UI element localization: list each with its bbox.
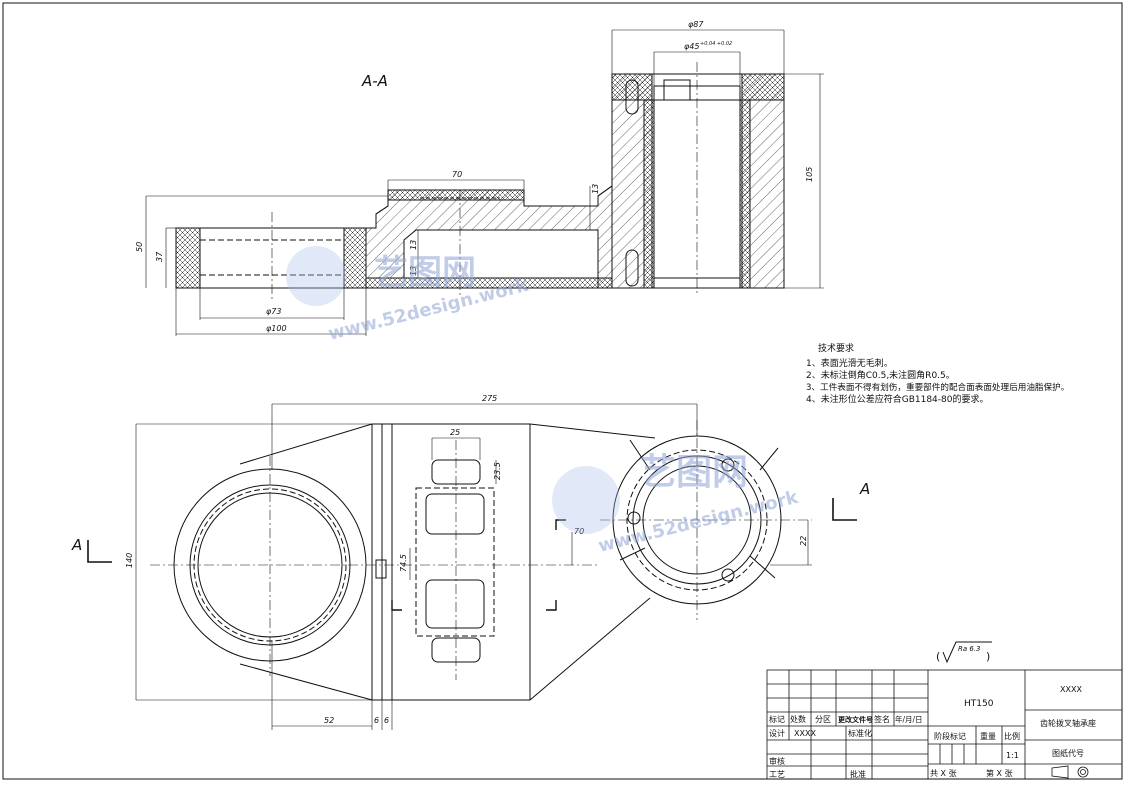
dim-105: 105 <box>805 167 814 182</box>
row-label: 更改文件号 <box>838 715 873 724</box>
tech-req-item: 2、未标注倒角C0.5,未注圆角R0.5。 <box>806 369 955 381</box>
row-label: 分区 <box>815 715 831 724</box>
dim-phi87: φ87 <box>688 20 704 29</box>
plan-view <box>87 403 857 730</box>
material: HT150 <box>964 699 994 709</box>
row-label: 签名 <box>874 714 890 724</box>
watermark: 艺图网 www.52design.work 艺图网 www.52design.w… <box>286 246 801 557</box>
row-label: 处数 <box>790 714 806 724</box>
title-block-text: HT150 XXXX 齿轮拨叉轴承座 图纸代号 标记 处数 分区 更改文件号 签… <box>769 685 1096 779</box>
svg-text:): ) <box>986 650 990 663</box>
section-label: A-A <box>361 72 388 90</box>
dim-275: 275 <box>482 394 497 403</box>
row-label: 标记 <box>769 714 785 724</box>
dim-6b: 6 <box>384 716 389 725</box>
watermark-brand: 艺图网 <box>640 452 748 493</box>
design-value: XXXX <box>794 729 816 738</box>
dim-70: 70 <box>452 170 462 179</box>
company: XXXX <box>1060 685 1082 694</box>
review-label: 审核 <box>769 756 785 766</box>
tech-req-item: 4、未注形位公差应符合GB1184-80的要求。 <box>806 393 988 405</box>
design-label: 设计 <box>769 728 785 738</box>
tech-req-item: 1、表面光滑无毛刺。 <box>806 357 893 369</box>
sheet-number: 第 X 张 <box>986 768 1013 778</box>
process-label: 工艺 <box>769 770 785 779</box>
row-label: 年/月/日 <box>895 714 923 724</box>
dim-74-5: 74.5 <box>399 554 408 572</box>
section-view <box>145 29 824 336</box>
dim-37: 37 <box>155 251 164 262</box>
roughness-symbol: ( ) Ra 6.3 <box>936 641 992 664</box>
scale-value: 1:1 <box>1006 751 1019 760</box>
standardize-label: 标准化 <box>848 728 872 738</box>
dim-25: 25 <box>450 428 460 437</box>
view-mark-right: A <box>859 480 870 498</box>
dim-50: 50 <box>135 242 144 252</box>
dim-70b: 70 <box>574 527 584 536</box>
drawing-code-label: 图纸代号 <box>1052 748 1084 758</box>
dimension-labels: A-A φ87 φ45 +0.04 +0.02 70 13 105 50 37 … <box>71 20 870 725</box>
dim-13c: 13 <box>409 266 418 276</box>
dim-phi100: φ100 <box>266 324 287 333</box>
tech-req-item: 3、工件表面不得有划伤，重要部件的配合面表面处理后用油脂保护。 <box>806 381 1069 393</box>
dim-140: 140 <box>125 553 134 568</box>
tech-req-title: 技术要求 <box>818 342 854 354</box>
dim-23-5: 23.5 <box>493 462 502 480</box>
dim-13b: 13 <box>409 240 418 250</box>
svg-text:(: ( <box>936 650 940 663</box>
dim-6a: 6 <box>374 716 379 725</box>
technical-requirements: 技术要求 1、表面光滑无毛刺。 2、未标注倒角C0.5,未注圆角R0.5。 3、… <box>806 342 1069 405</box>
weight-label: 重量 <box>980 731 996 741</box>
stage-label: 阶段标记 <box>934 731 966 741</box>
watermark-brand: 艺图网 <box>374 253 476 293</box>
title-block <box>766 669 1123 780</box>
total-sheets: 共 X 张 <box>930 769 957 778</box>
scale-label: 比例 <box>1004 731 1020 741</box>
dim-phi73: φ73 <box>266 307 281 316</box>
dim-phi45-tol: +0.04 +0.02 <box>700 41 732 47</box>
roughness-value: Ra 6.3 <box>958 645 981 653</box>
view-mark-left: A <box>71 536 82 554</box>
dim-phi45: φ45 <box>684 42 699 51</box>
part-name: 齿轮拨叉轴承座 <box>1040 718 1096 728</box>
dim-13a: 13 <box>591 184 600 194</box>
dim-22: 22 <box>799 536 808 546</box>
dim-52: 52 <box>324 716 334 725</box>
approve-label: 批准 <box>850 769 866 779</box>
